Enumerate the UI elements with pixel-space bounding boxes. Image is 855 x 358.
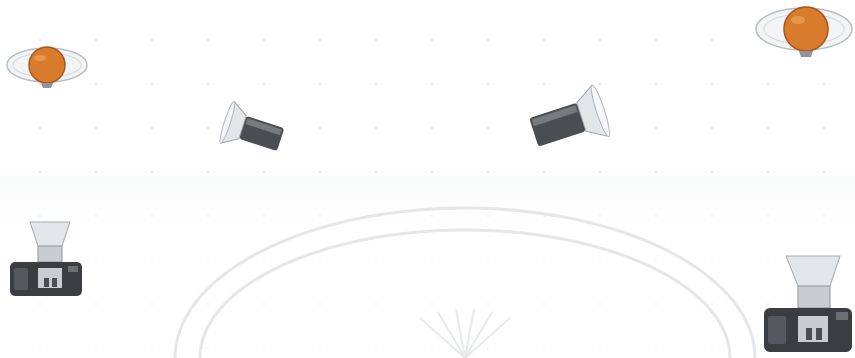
- bulb-icon: [754, 2, 854, 60]
- spotlight-icon: [220, 104, 288, 158]
- spotlight-icon: [526, 86, 612, 156]
- camera-icon: [8, 220, 84, 298]
- camera-icon: [762, 256, 854, 354]
- bulb-icon: [6, 42, 88, 92]
